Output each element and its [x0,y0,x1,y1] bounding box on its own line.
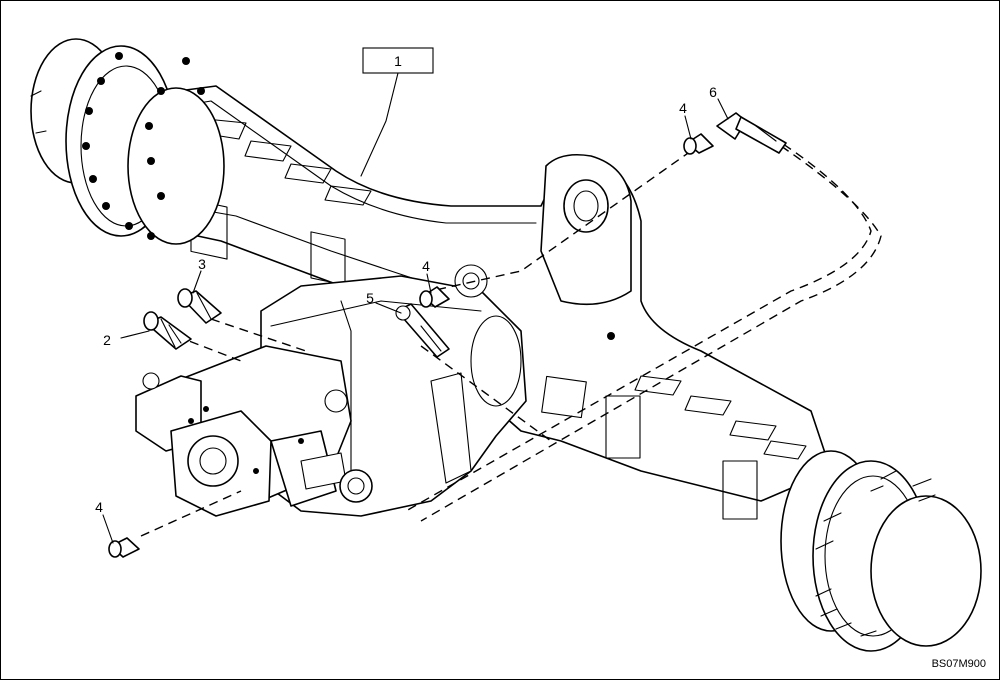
fitting-4-center [419,286,450,308]
right-wheel-hub [780,450,982,652]
fitting-4-upper [683,133,714,155]
callout-1: 1 [394,53,402,69]
sensor-6 [716,112,787,154]
callout-3: 3 [198,256,206,272]
left-wheel-hub [30,38,225,245]
callout-4-center: 4 [422,258,430,274]
hydraulic-motor [135,345,373,517]
fitting-4-lower [108,537,140,558]
callout-leaders [102,72,729,544]
callout-2: 2 [103,332,111,348]
callout-box-1 [362,47,434,74]
axle-housing [140,85,832,520]
fitting-3 [177,288,222,324]
sensor-5 [395,303,450,358]
figure-code: BS07M900 [932,658,986,670]
callout-5: 5 [366,290,374,306]
fitting-2 [143,311,192,350]
callout-4-upper: 4 [679,100,687,116]
callout-4-lower: 4 [95,499,103,515]
callout-6: 6 [709,84,717,100]
hose-routing-lines [140,135,882,537]
